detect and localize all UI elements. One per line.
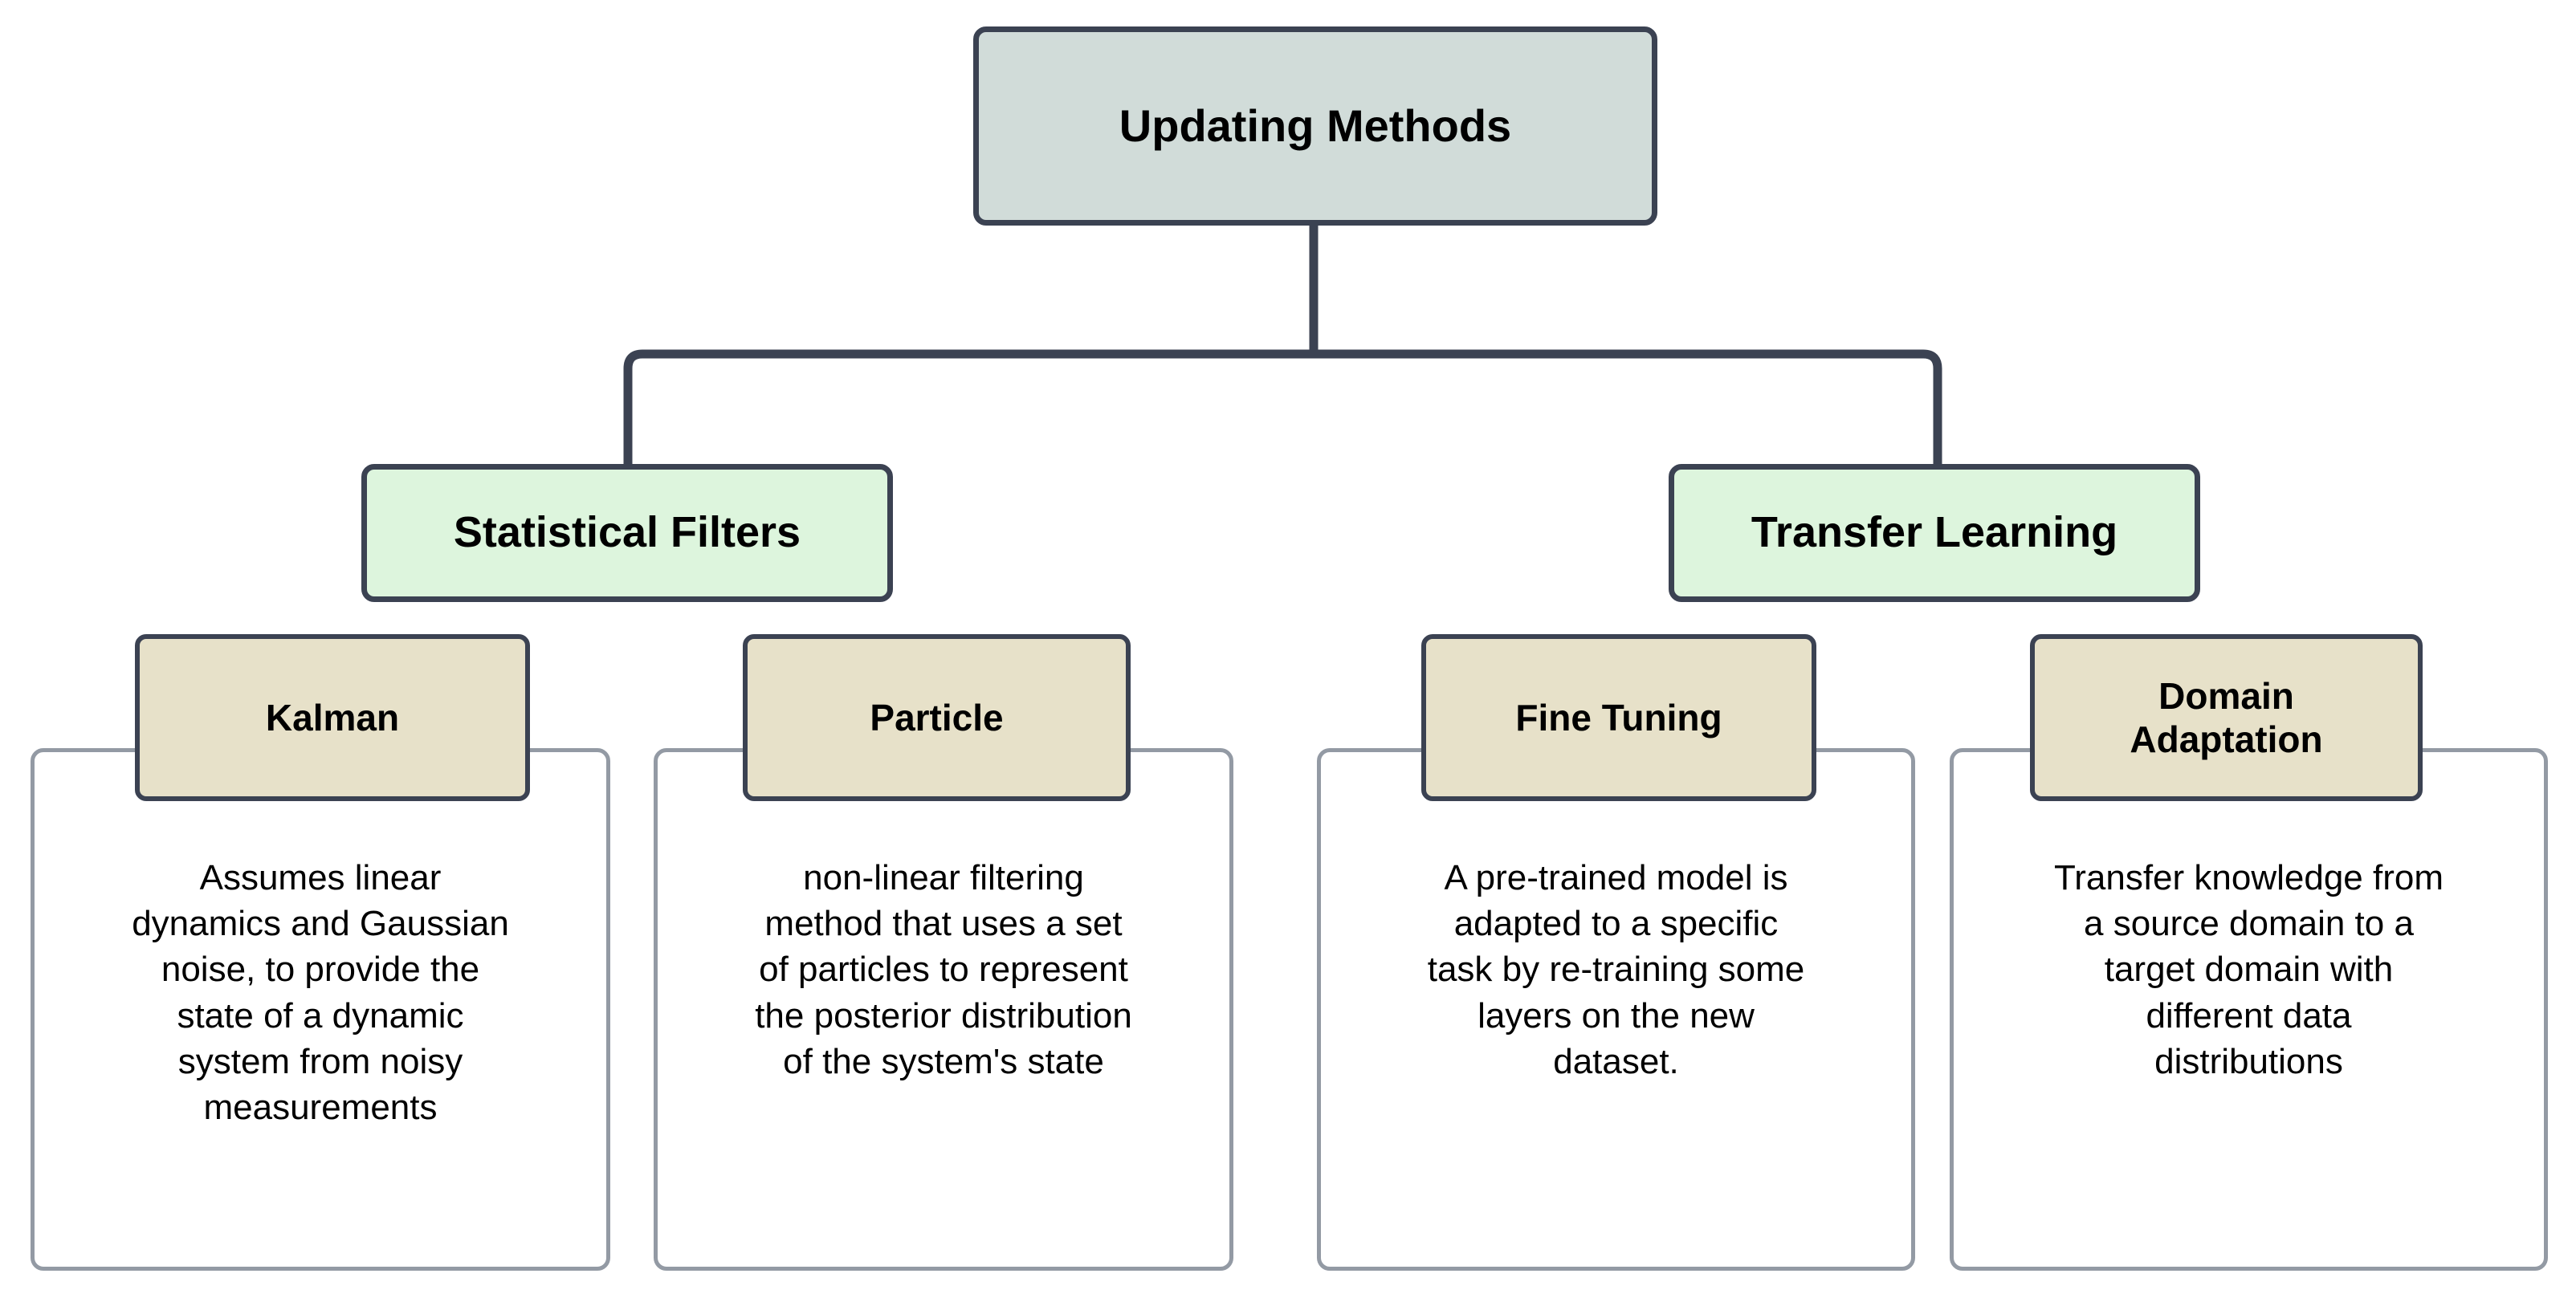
description-text-domain-adaptation: Transfer knowledge from a source domain … [2053, 858, 2444, 1081]
node-domain-adaptation[interactable]: Domain Adaptation [2030, 634, 2423, 801]
edge-root-to-statistical-filters [623, 349, 1314, 464]
description-card-kalman: Assumes linear dynamics and Gaussian noi… [31, 748, 610, 1271]
description-card-domain-adaptation: Transfer knowledge from a source domain … [1950, 748, 2548, 1271]
description-text-kalman: Assumes linear dynamics and Gaussian noi… [132, 858, 509, 1127]
node-kalman[interactable]: Kalman [135, 634, 530, 801]
node-particle[interactable]: Particle [743, 634, 1131, 801]
node-updating-methods[interactable]: Updating Methods [973, 26, 1657, 226]
edge-root-to-transfer-learning [1314, 349, 1942, 464]
node-statistical-filters[interactable]: Statistical Filters [361, 464, 893, 602]
description-card-particle: non-linear filtering method that uses a … [654, 748, 1233, 1271]
node-transfer-learning[interactable]: Transfer Learning [1669, 464, 2200, 602]
node-fine-tuning[interactable]: Fine Tuning [1421, 634, 1816, 801]
description-text-particle: non-linear filtering method that uses a … [755, 858, 1132, 1081]
description-text-fine-tuning: A pre-trained model is adapted to a spec… [1427, 858, 1805, 1081]
description-card-fine-tuning: A pre-trained model is adapted to a spec… [1317, 748, 1915, 1271]
